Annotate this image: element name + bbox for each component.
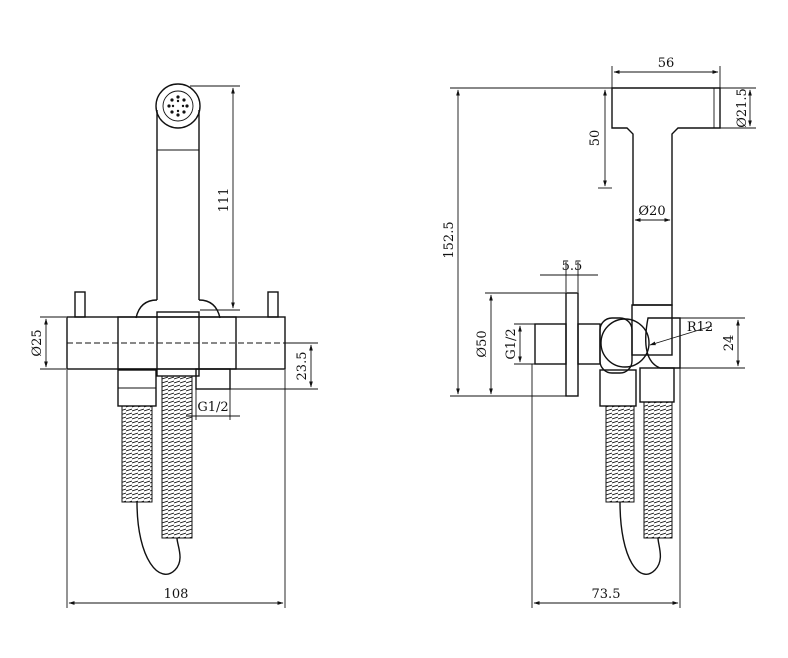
- outlet: [195, 368, 231, 390]
- dim-plate-diameter: Ø50: [475, 330, 490, 357]
- head-and-handle: [611, 87, 721, 306]
- dim-head-height: 50: [588, 130, 603, 147]
- holder-ring: [135, 299, 221, 319]
- knurled-sleeve: [156, 311, 200, 377]
- holder-knob: [600, 318, 650, 368]
- dim-body-diameter: Ø25: [30, 329, 45, 356]
- side-view: 56 50 Ø21.5 Ø20 152.5 5.5 Ø50: [442, 56, 756, 608]
- dim-outlet-offset: 23.5: [295, 352, 310, 381]
- knurled-sleeve-side: [631, 304, 673, 356]
- dim-front-thread: G1/2: [197, 400, 228, 415]
- front-dimensions: 111 Ø25 23.5 G1/2 108: [30, 85, 318, 608]
- hose-right: [161, 375, 193, 539]
- dim-total-width: 108: [164, 587, 189, 602]
- hose-side-left: [605, 405, 635, 503]
- dim-handle-diameter: Ø20: [638, 204, 665, 219]
- dim-holder-height: 24: [722, 335, 737, 352]
- spray-head-icon: [155, 83, 201, 129]
- hose-left: [121, 405, 153, 503]
- front-view: 111 Ø25 23.5 G1/2 108: [30, 83, 318, 608]
- dim-head-diameter: Ø21.5: [735, 88, 750, 128]
- dim-radius: R12: [687, 320, 713, 335]
- right-hook: [267, 291, 279, 318]
- dim-side-thread: G1/2: [504, 328, 519, 359]
- dim-total-depth: 73.5: [592, 587, 621, 602]
- hose-nut-right: [639, 367, 675, 403]
- handle-outline: [156, 110, 200, 300]
- dim-head-length: 56: [658, 56, 675, 71]
- wall-plate: [565, 292, 579, 397]
- hose-side-right: [643, 401, 673, 539]
- hose-loop: [136, 501, 181, 575]
- left-hook: [74, 291, 86, 318]
- hose-loop-side: [619, 501, 662, 575]
- dim-handle-length: 111: [217, 188, 232, 213]
- dim-total-height: 152.5: [442, 221, 457, 258]
- side-dimensions: 56 50 Ø21.5 Ø20 152.5 5.5 Ø50: [442, 56, 756, 608]
- hose-nut-left: [599, 369, 637, 407]
- thread-connector: [534, 323, 567, 365]
- dim-plate-thickness: 5.5: [562, 259, 583, 274]
